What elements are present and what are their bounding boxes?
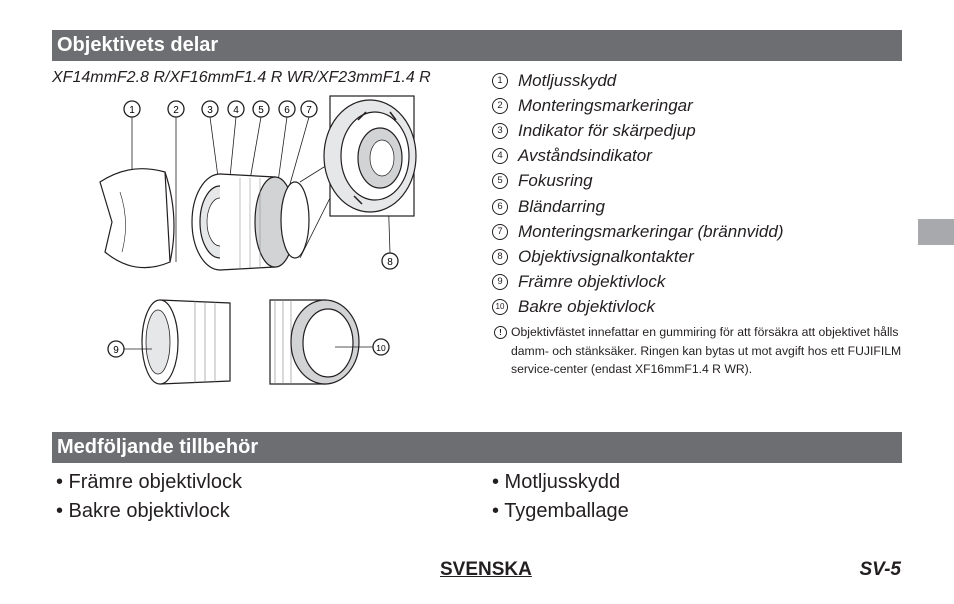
callout-7: 7 [300, 100, 318, 118]
list-item: • Tygemballage [492, 500, 629, 522]
item-number: 10 [492, 299, 508, 316]
rear-cap-diagram: 10 [269, 299, 390, 385]
callout-5: 5 [252, 100, 270, 118]
item-label: Avståndsindikator [518, 146, 652, 166]
callout-4: 4 [227, 100, 245, 118]
list-item: 9 Främre objektivlock [492, 270, 784, 295]
list-item: 7 Monteringsmarkeringar (brännvidd) [492, 219, 784, 244]
list-item: 1 Motljusskydd [492, 68, 784, 93]
item-number: 1 [492, 72, 508, 89]
callout-3-label: 3 [207, 105, 213, 116]
item-number: 8 [492, 248, 508, 265]
callout-1: 1 [123, 100, 141, 118]
list-item: • Motljusskydd [492, 471, 621, 493]
caution-icon: ! [494, 326, 507, 339]
item-label: Fokusring [518, 171, 593, 191]
item-label: Monteringsmarkeringar [518, 95, 693, 115]
item-number: 3 [492, 122, 508, 139]
list-item: • Bakre objektivlock [56, 500, 230, 522]
callout-2-label: 2 [173, 105, 179, 116]
item-label: Indikator för skärpedjup [518, 120, 696, 140]
callout-2: 2 [167, 100, 185, 118]
lens-mount-drawing [323, 95, 417, 217]
callout-6: 6 [278, 100, 296, 118]
list-item: 2 Monteringsmarkeringar [492, 93, 784, 118]
callout-6-label: 6 [284, 105, 290, 116]
item-number: 2 [492, 97, 508, 114]
callout-9: 9 [107, 340, 125, 358]
item-label: Motljusskydd [518, 70, 617, 90]
item-label: Bakre objektivlock [518, 297, 656, 317]
chapter-tab [918, 219, 954, 245]
parts-list: 1 Motljusskydd 2 Monteringsmarkeringar 3 In… [492, 68, 784, 320]
list-item: 8 Objektivsignalkontakter [492, 244, 784, 269]
item-number: 7 [492, 223, 508, 240]
section-header-parts: Objektivets delar [52, 30, 902, 61]
item-label: Objektivsignalkontakter [518, 246, 694, 266]
list-item: • Främre objektivlock [56, 471, 242, 493]
callout-8: 8 [381, 252, 399, 270]
callout-9-label: 9 [113, 345, 119, 356]
list-item: 6 Bländarring [492, 194, 784, 219]
callout-7-label: 7 [306, 105, 312, 116]
front-cap-diagram: 9 [107, 299, 231, 385]
page-number: SV-5 [859, 559, 901, 580]
callout-4-label: 4 [233, 105, 239, 116]
list-item: 10 Bakre objektivlock [492, 295, 784, 320]
callout-8-label: 8 [387, 257, 393, 268]
item-label: Monteringsmarkeringar (brännvidd) [518, 221, 784, 241]
accessories-list-left: • Främre objektivlock • Bakre objektivlo… [56, 468, 242, 526]
item-number: 5 [492, 173, 508, 190]
footer-language: SVENSKA [440, 559, 532, 580]
item-label: Främre objektivlock [518, 272, 666, 292]
lens-hood-drawing [99, 168, 175, 269]
note-text: Objektivfästet innefattar en gummiring f… [511, 325, 902, 376]
section-header-accessories: Medföljande tillbehör [52, 432, 902, 463]
callout-10: 10 [372, 338, 390, 356]
note-block: ! Objektivfästet innefattar en gummiring… [494, 323, 904, 379]
list-item: 4 Avståndsindikator [492, 144, 784, 169]
callout-1-label: 1 [129, 105, 135, 116]
lens-models-caption: XF14mmF2.8 R/XF16mmF1.4 R WR/XF23mmF1.4 … [52, 69, 431, 86]
item-label: Bländarring [518, 196, 605, 216]
item-number: 6 [492, 198, 508, 215]
callout-10-label: 10 [376, 343, 386, 353]
lens-diagram: 1 2 3 4 5 6 7 8 [99, 95, 417, 271]
list-item: 3 Indikator för skärpedjup [492, 118, 784, 143]
callout-3: 3 [201, 100, 219, 118]
callout-5-label: 5 [258, 105, 264, 116]
lens-body-drawing [191, 173, 310, 271]
accessories-list-right: • Motljusskydd • Tygemballage [492, 468, 629, 526]
item-number: 4 [492, 148, 508, 165]
item-number: 9 [492, 274, 508, 291]
list-item: 5 Fokusring [492, 169, 784, 194]
